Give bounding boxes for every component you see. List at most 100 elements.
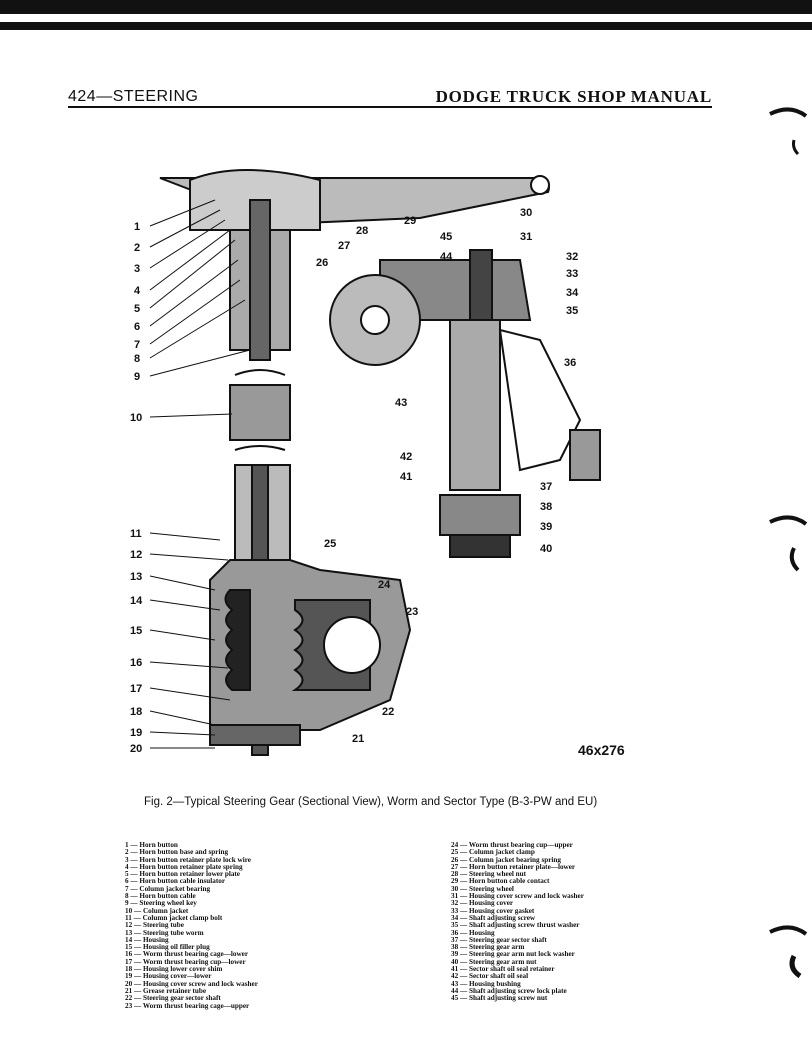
legend-item: 26 — Column jacket bearing spring [451, 855, 562, 864]
callout-1: 1 [134, 221, 140, 233]
callout-leader-lines [149, 199, 251, 749]
callout-40: 40 [540, 543, 552, 555]
legend-item: 36 — Housing [451, 928, 495, 937]
legend-item: 40 — Steering gear arm nut [451, 957, 537, 966]
callout-13: 13 [130, 571, 142, 583]
parts-legend-column-2: 24 — Worm thrust bearing cup—upper 25 — … [451, 841, 741, 1003]
callout-19: 19 [130, 727, 142, 739]
callout-28: 28 [356, 225, 368, 237]
legend-item: 42 — Sector shaft oil seal [451, 972, 529, 981]
legend-item: 35 — Shaft adjusting screw thrust washer [451, 921, 580, 930]
callout-9: 9 [134, 371, 140, 383]
callout-3: 3 [134, 263, 140, 275]
callout-38: 38 [540, 501, 552, 513]
callout-25: 25 [324, 538, 336, 550]
legend-item: 15 — Housing oil filler plug [125, 943, 210, 952]
callout-34: 34 [566, 287, 579, 299]
callout-41: 41 [400, 471, 412, 483]
legend-item: 23 — Worm thrust bearing cage—upper [125, 1001, 250, 1010]
header-rule [68, 106, 712, 108]
callout-37: 37 [540, 481, 552, 493]
legend-item: 18 — Housing lower cover shim [125, 965, 223, 974]
legend-item: 29 — Horn button cable contact [451, 877, 550, 886]
steering-arm [498, 328, 582, 472]
callout-14: 14 [130, 595, 143, 607]
legend-item: 24 — Worm thrust bearing cup—upper [451, 841, 573, 849]
adjusting-screw [469, 249, 493, 321]
legend-item: 12 — Steering tube [125, 921, 184, 930]
callout-20: 20 [130, 743, 142, 755]
callout-16: 16 [130, 657, 142, 669]
legend-item: 27 — Horn button retainer plate—lower [451, 862, 576, 871]
callout-26: 26 [316, 257, 328, 269]
legend-item: 25 — Column jacket clamp [451, 848, 535, 857]
legend-item: 43 — Housing bushing [451, 979, 521, 988]
callout-18: 18 [130, 706, 142, 718]
callout-15: 15 [130, 625, 142, 637]
callout-4: 4 [134, 285, 141, 297]
legend-item: 8 — Horn button cable [125, 892, 196, 901]
column-jacket-section [229, 384, 291, 441]
legend-item: 10 — Column jacket [125, 906, 189, 915]
legend-item: 16 — Worm thrust bearing cage—lower [125, 950, 249, 959]
callout-29: 29 [404, 215, 416, 227]
legend-item: 17 — Worm thrust bearing cup—lower [125, 957, 246, 966]
callout-27: 27 [338, 240, 350, 252]
legend-item: 32 — Housing cover [451, 899, 514, 908]
page-header-title: DODGE TRUCK SHOP MANUAL [435, 87, 712, 106]
legend-item: 4 — Horn button retainer plate spring [125, 862, 243, 871]
callout-7: 7 [134, 339, 140, 351]
legend-item: 30 — Steering wheel [451, 884, 514, 893]
callout-45: 45 [440, 231, 452, 243]
callout-5: 5 [134, 303, 140, 315]
legend-item: 14 — Housing [125, 935, 169, 944]
legend-item: 39 — Steering gear arm nut lock washer [451, 950, 575, 959]
legend-item: 45 — Shaft adjusting screw nut [451, 994, 548, 1003]
legend-item: 41 — Sector shaft oil seal retainer [451, 965, 555, 974]
legend-item: 13 — Steering tube worm [125, 928, 204, 937]
callout-36: 36 [564, 357, 576, 369]
upper-steering-tube [249, 199, 271, 361]
worm-gear [224, 589, 251, 691]
callout-44: 44 [440, 251, 453, 263]
callout-32: 32 [566, 251, 578, 263]
legend-item: 28 — Steering wheel nut [451, 870, 527, 879]
callout-24: 24 [378, 579, 391, 591]
callout-17: 17 [130, 683, 142, 695]
legend-item: 5 — Horn button retainer lower plate [125, 870, 240, 879]
page-header-section: 424—STEERING [68, 88, 199, 105]
legend-item: 9 — Steering wheel key [125, 899, 197, 908]
legend-item: 22 — Steering gear sector shaft [125, 994, 221, 1003]
parts-legend-column-1: 1 — Horn button 2 — Horn button base and… [125, 841, 395, 1010]
legend-item: 38 — Steering gear arm [451, 943, 525, 952]
callout-39: 39 [540, 521, 552, 533]
legend-item: 20 — Housing cover screw and lock washer [125, 979, 258, 988]
break-line-bottom [234, 445, 286, 451]
legend-item: 44 — Shaft adjusting screw lock plate [451, 986, 567, 995]
callout-10: 10 [130, 412, 142, 424]
legend-item: 33 — Housing cover gasket [451, 906, 535, 915]
figure-caption: Fig. 2—Typical Steering Gear (Sectional … [144, 796, 598, 808]
figure-code: 46x276 [578, 742, 625, 758]
binder-hole-mark-2 [769, 515, 808, 572]
binder-hole-mark-3 [769, 925, 808, 979]
callout-21: 21 [352, 733, 364, 745]
legend-item: 6 — Horn button cable insulator [125, 877, 226, 886]
callout-23: 23 [406, 606, 418, 618]
callout-11: 11 [130, 528, 142, 540]
legend-item: 11 — Column jacket clamp bolt [125, 913, 223, 922]
legend-item: 21 — Grease retainer tube [125, 986, 207, 995]
sector-shaft-vertical [449, 319, 501, 491]
callout-2: 2 [134, 242, 140, 254]
binder-hole-mark-1 [769, 107, 808, 156]
scan-top-gap [0, 14, 812, 22]
sector-shaft-bore [323, 616, 381, 674]
legend-item: 3 — Horn button retainer plate lock wire [125, 855, 251, 864]
callout-35: 35 [566, 305, 578, 317]
arm-nut [449, 534, 511, 558]
callout-33: 33 [566, 268, 578, 280]
legend-item: 34 — Shaft adjusting screw [451, 913, 536, 922]
steering-gear-diagram: 1 2 3 4 5 6 7 8 9 10 11 12 13 14 15 16 1… [130, 169, 601, 756]
steering-wheel-rim-end [530, 175, 550, 195]
lower-housing-cover [209, 724, 301, 746]
